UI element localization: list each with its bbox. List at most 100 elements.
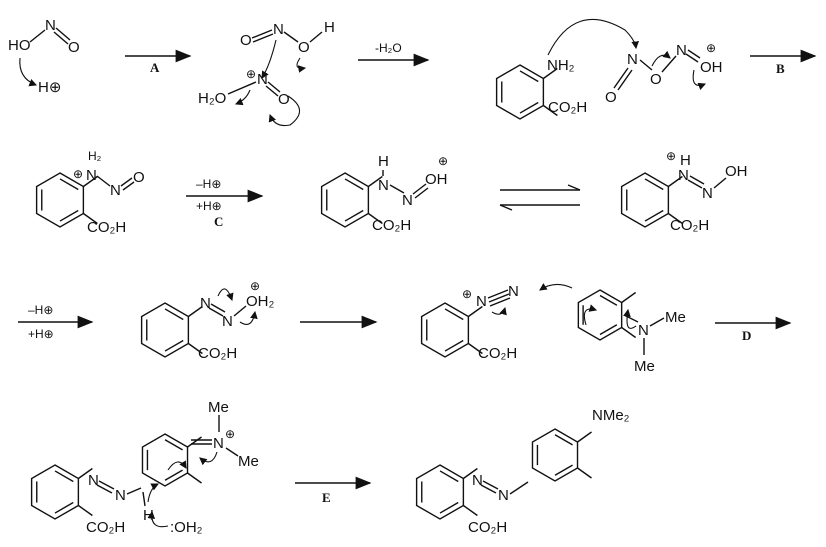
- double-bond: [519, 70, 539, 83]
- double-bond: [444, 308, 464, 321]
- charge-plus: ⊕: [225, 427, 235, 441]
- double-bond: [344, 209, 364, 222]
- atom-o: O: [278, 91, 290, 108]
- benzene-ring: [415, 464, 465, 520]
- double-bond: [599, 324, 618, 336]
- benzene-ring: [420, 302, 470, 358]
- n-nitrosoanilinium: H₂ ⊕ N N O CO₂H: [73, 149, 145, 236]
- label-minus-h: –H⊕: [196, 177, 221, 191]
- charge-plus: ⊕: [250, 279, 260, 293]
- curved-arrow: [217, 288, 234, 302]
- atom-o: O: [133, 169, 145, 186]
- carboxyl-group: CO₂H: [478, 345, 517, 362]
- substituent-bond: [577, 431, 592, 443]
- charge-plus: ⊕: [438, 154, 448, 168]
- curved-arrow: [147, 483, 159, 503]
- atom-o: O: [605, 89, 617, 106]
- atom-n: N: [676, 42, 687, 59]
- atom-h: H: [680, 152, 691, 169]
- double-bond: [444, 339, 464, 352]
- benzene-ring: [30, 464, 80, 520]
- charge-plus: ⊕: [246, 67, 256, 81]
- charge-plus: ⊕: [666, 149, 676, 163]
- label-c: C: [214, 214, 223, 229]
- curved-arrow: [19, 57, 38, 87]
- amine-group: NH₂: [547, 57, 575, 74]
- dinitrogen-trioxide-cation: N O O N OH ⊕: [605, 41, 723, 106]
- double-bond: [439, 501, 459, 514]
- curved-arrow: [547, 18, 639, 56]
- atom-n: N: [222, 313, 233, 330]
- double-bond: [164, 439, 183, 451]
- atom-n: N: [86, 167, 97, 184]
- atom-n: N: [678, 167, 689, 184]
- substituent-bond: [667, 175, 683, 188]
- atom-o: O: [240, 32, 252, 49]
- atom-n: N: [213, 435, 224, 452]
- substituent-bond: [621, 326, 637, 339]
- substituent-bond: [621, 291, 637, 304]
- double-bond: [164, 308, 184, 321]
- label-a: A: [150, 60, 160, 75]
- double-bond: [344, 178, 364, 191]
- atom-n: N: [45, 17, 56, 34]
- atom-o: O: [650, 71, 662, 88]
- atom-n: N: [402, 192, 413, 209]
- substituent-bond: [187, 472, 202, 484]
- label-plus-h: +H⊕: [196, 199, 222, 213]
- atom-ho: HO: [8, 37, 31, 54]
- substituent-bond: [467, 342, 483, 355]
- double-bond: [554, 434, 573, 446]
- substituent-bond: [187, 342, 203, 355]
- benzene-ring: [531, 428, 579, 482]
- curved-arrow: [491, 306, 507, 316]
- atom-n: N: [472, 472, 483, 489]
- benzene-ring: [141, 433, 189, 487]
- diazohydroxide-protonated: ⊕ H N N OH CO₂H: [666, 149, 748, 234]
- atom-n: N: [378, 177, 389, 194]
- sigma-complex: N N CO₂H H :OH₂ N ⊕ Me Me: [86, 399, 259, 536]
- carboxyl-group: CO₂H: [372, 217, 411, 234]
- charge-plus: ⊕: [73, 167, 83, 181]
- atom-h: H: [324, 19, 335, 36]
- double-bond: [54, 501, 74, 514]
- atom-n: N: [115, 487, 126, 504]
- curved-arrow: [268, 95, 301, 127]
- double-bond: [599, 294, 618, 306]
- atom-n: N: [638, 322, 649, 339]
- atom-n: N: [702, 185, 713, 202]
- double-bond: [59, 209, 79, 222]
- substituent-bond: [462, 467, 478, 480]
- label-minus-water: -H₂O: [375, 41, 402, 55]
- curved-arrow: [296, 57, 307, 73]
- hydroxyl: OH: [700, 59, 723, 76]
- benzene-ring: [495, 64, 545, 120]
- curved-arrow: [239, 310, 258, 325]
- benzene-ring: [320, 172, 370, 228]
- proton: H⊕: [38, 79, 61, 96]
- atom-n: N: [200, 295, 211, 312]
- methyl: Me: [665, 309, 686, 326]
- substituent-bond: [82, 175, 98, 188]
- atom-n: N: [498, 487, 509, 504]
- water-base: :OH₂: [170, 519, 203, 536]
- charge-plus: ⊕: [706, 41, 716, 55]
- double-bond: [644, 209, 664, 222]
- substituent-bond: [187, 305, 203, 318]
- substituent-bond: [187, 436, 202, 448]
- anthranilic-acid: NH₂ CO₂H: [547, 18, 639, 116]
- n-nitrosamine-protonated: H N N OH ⊕ CO₂H: [372, 153, 448, 234]
- curved-arrow: [539, 283, 573, 291]
- atom-o: O: [68, 39, 80, 56]
- atom-h: H: [378, 153, 389, 170]
- substituent-bond: [667, 212, 683, 225]
- substituent-bond: [467, 305, 483, 318]
- double-bond: [164, 469, 183, 481]
- n-n-dimethylaniline: N Me Me: [539, 283, 686, 375]
- oxonium-group: OH₂: [246, 293, 275, 310]
- curved-arrow: [623, 308, 637, 329]
- carboxyl-group: CO₂H: [198, 345, 237, 362]
- hydroxyl: OH: [425, 171, 448, 188]
